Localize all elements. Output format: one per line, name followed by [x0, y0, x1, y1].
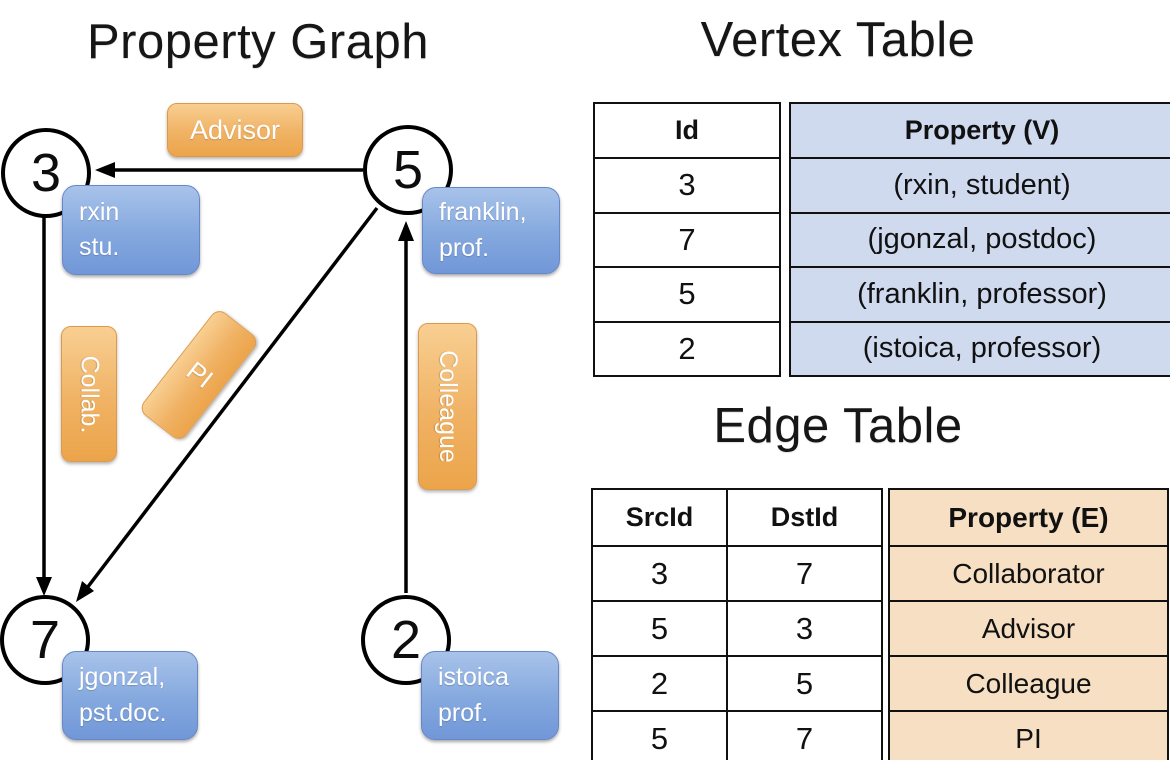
edge-3-7-arrowhead	[36, 577, 52, 596]
vertex-table-id-column: Id 3 7 5 2	[593, 102, 781, 377]
edge-2-5-arrowhead	[398, 221, 414, 241]
vertex-table-property-column: Property (V) (rxin, student) (jgonzal, p…	[789, 102, 1170, 377]
edge-cell-property: PI	[890, 710, 1167, 760]
vertex-label-7: jgonzal, pst.doc.	[62, 651, 198, 740]
node-id-3: 3	[30, 143, 62, 203]
node-circle-2: 2	[361, 595, 451, 685]
edge-col-header-srcid: SrcId	[625, 502, 694, 532]
edge-label-colleague-text: Colleague	[434, 350, 462, 463]
vertex-table-title: Vertex Table	[700, 13, 976, 67]
vertex-cell-id: 7	[595, 211, 779, 267]
edge-label-collab: Collab.	[61, 326, 117, 462]
vertex-label-5: franklin, prof.	[422, 187, 560, 274]
edge-label-colleague: Colleague	[418, 323, 477, 490]
edge-cell-property: Colleague	[890, 655, 1167, 710]
vertex-cell-property: (jgonzal, postdoc)	[791, 211, 1170, 266]
edge-cell-srcid: 3	[593, 545, 726, 600]
edge-label-pi-text: PI	[180, 355, 219, 394]
vertex-cell-id: 2	[595, 320, 779, 376]
edge-cell-dstid: 7	[726, 710, 881, 760]
vertex-cell-property: (istoica, professor)	[791, 320, 1170, 375]
vertex-label-3-line2: stu.	[79, 233, 120, 261]
vertex-cell-id: 3	[595, 157, 779, 212]
edge-cell-srcid: 5	[593, 710, 726, 760]
node-id-5: 5	[392, 140, 424, 200]
edge-table-property-column: Property (E) Collaborator Advisor Collea…	[888, 488, 1169, 760]
vertex-label-5-line2: prof.	[439, 233, 490, 262]
edge-5-3-arrowhead	[95, 162, 115, 178]
edge-cell-dstid: 7	[726, 545, 881, 600]
edge-col-header-property: Property (E)	[890, 490, 1167, 545]
vertex-cell-id: 5	[595, 266, 779, 321]
vertex-label-5-line1: franklin,	[439, 198, 527, 226]
vertex-label-3: rxin stu.	[62, 185, 200, 275]
edge-arrows	[36, 162, 414, 602]
edge-cell-srcid: 2	[593, 655, 726, 710]
vertex-label-3-line1: rxin	[79, 197, 120, 226]
vertex-cell-property: (rxin, student)	[791, 157, 1170, 212]
vertex-col-header-property: Property (V)	[791, 104, 1170, 157]
edge-cell-property: Advisor	[890, 600, 1167, 655]
edge-cell-srcid: 5	[593, 600, 726, 655]
edge-table-title: Edge Table	[713, 399, 963, 453]
vertex-label-2-line2: prof.	[438, 698, 489, 727]
edge-5-7-line	[85, 206, 379, 590]
node-id-7: 7	[29, 610, 61, 670]
edge-col-header-dstid: DstId	[726, 490, 881, 545]
edge-table-id-columns: SrcId DstId 3 7 5 3 2 5 5 7	[591, 488, 883, 760]
vertex-cell-property: (franklin, professor)	[791, 266, 1170, 321]
edge-table: SrcId DstId 3 7 5 3 2 5 5 7 Property (E)…	[591, 488, 1169, 760]
vertex-table: Id 3 7 5 2 Property (V) (rxin, student) …	[593, 102, 1170, 377]
node-id-2: 2	[390, 610, 422, 670]
edge-label-advisor: Advisor	[167, 103, 303, 157]
edge-cell-dstid: 3	[726, 600, 881, 655]
vertex-label-7-line2: pst.doc.	[79, 698, 167, 727]
edge-label-advisor-text: Advisor	[189, 114, 281, 145]
vertex-label-2: istoica prof.	[421, 651, 559, 740]
vertex-label-2-line1: istoica	[438, 663, 509, 691]
edge-5-7-arrowhead	[76, 581, 94, 602]
edge-label-collab-text: Collab.	[75, 355, 104, 433]
edge-cell-dstid: 5	[726, 655, 881, 710]
edge-cell-property: Collaborator	[890, 545, 1167, 600]
vertex-col-header-id: Id	[675, 115, 699, 145]
graph-title: Property Graph	[87, 15, 429, 69]
vertex-label-7-line1: jgonzal,	[79, 663, 166, 691]
